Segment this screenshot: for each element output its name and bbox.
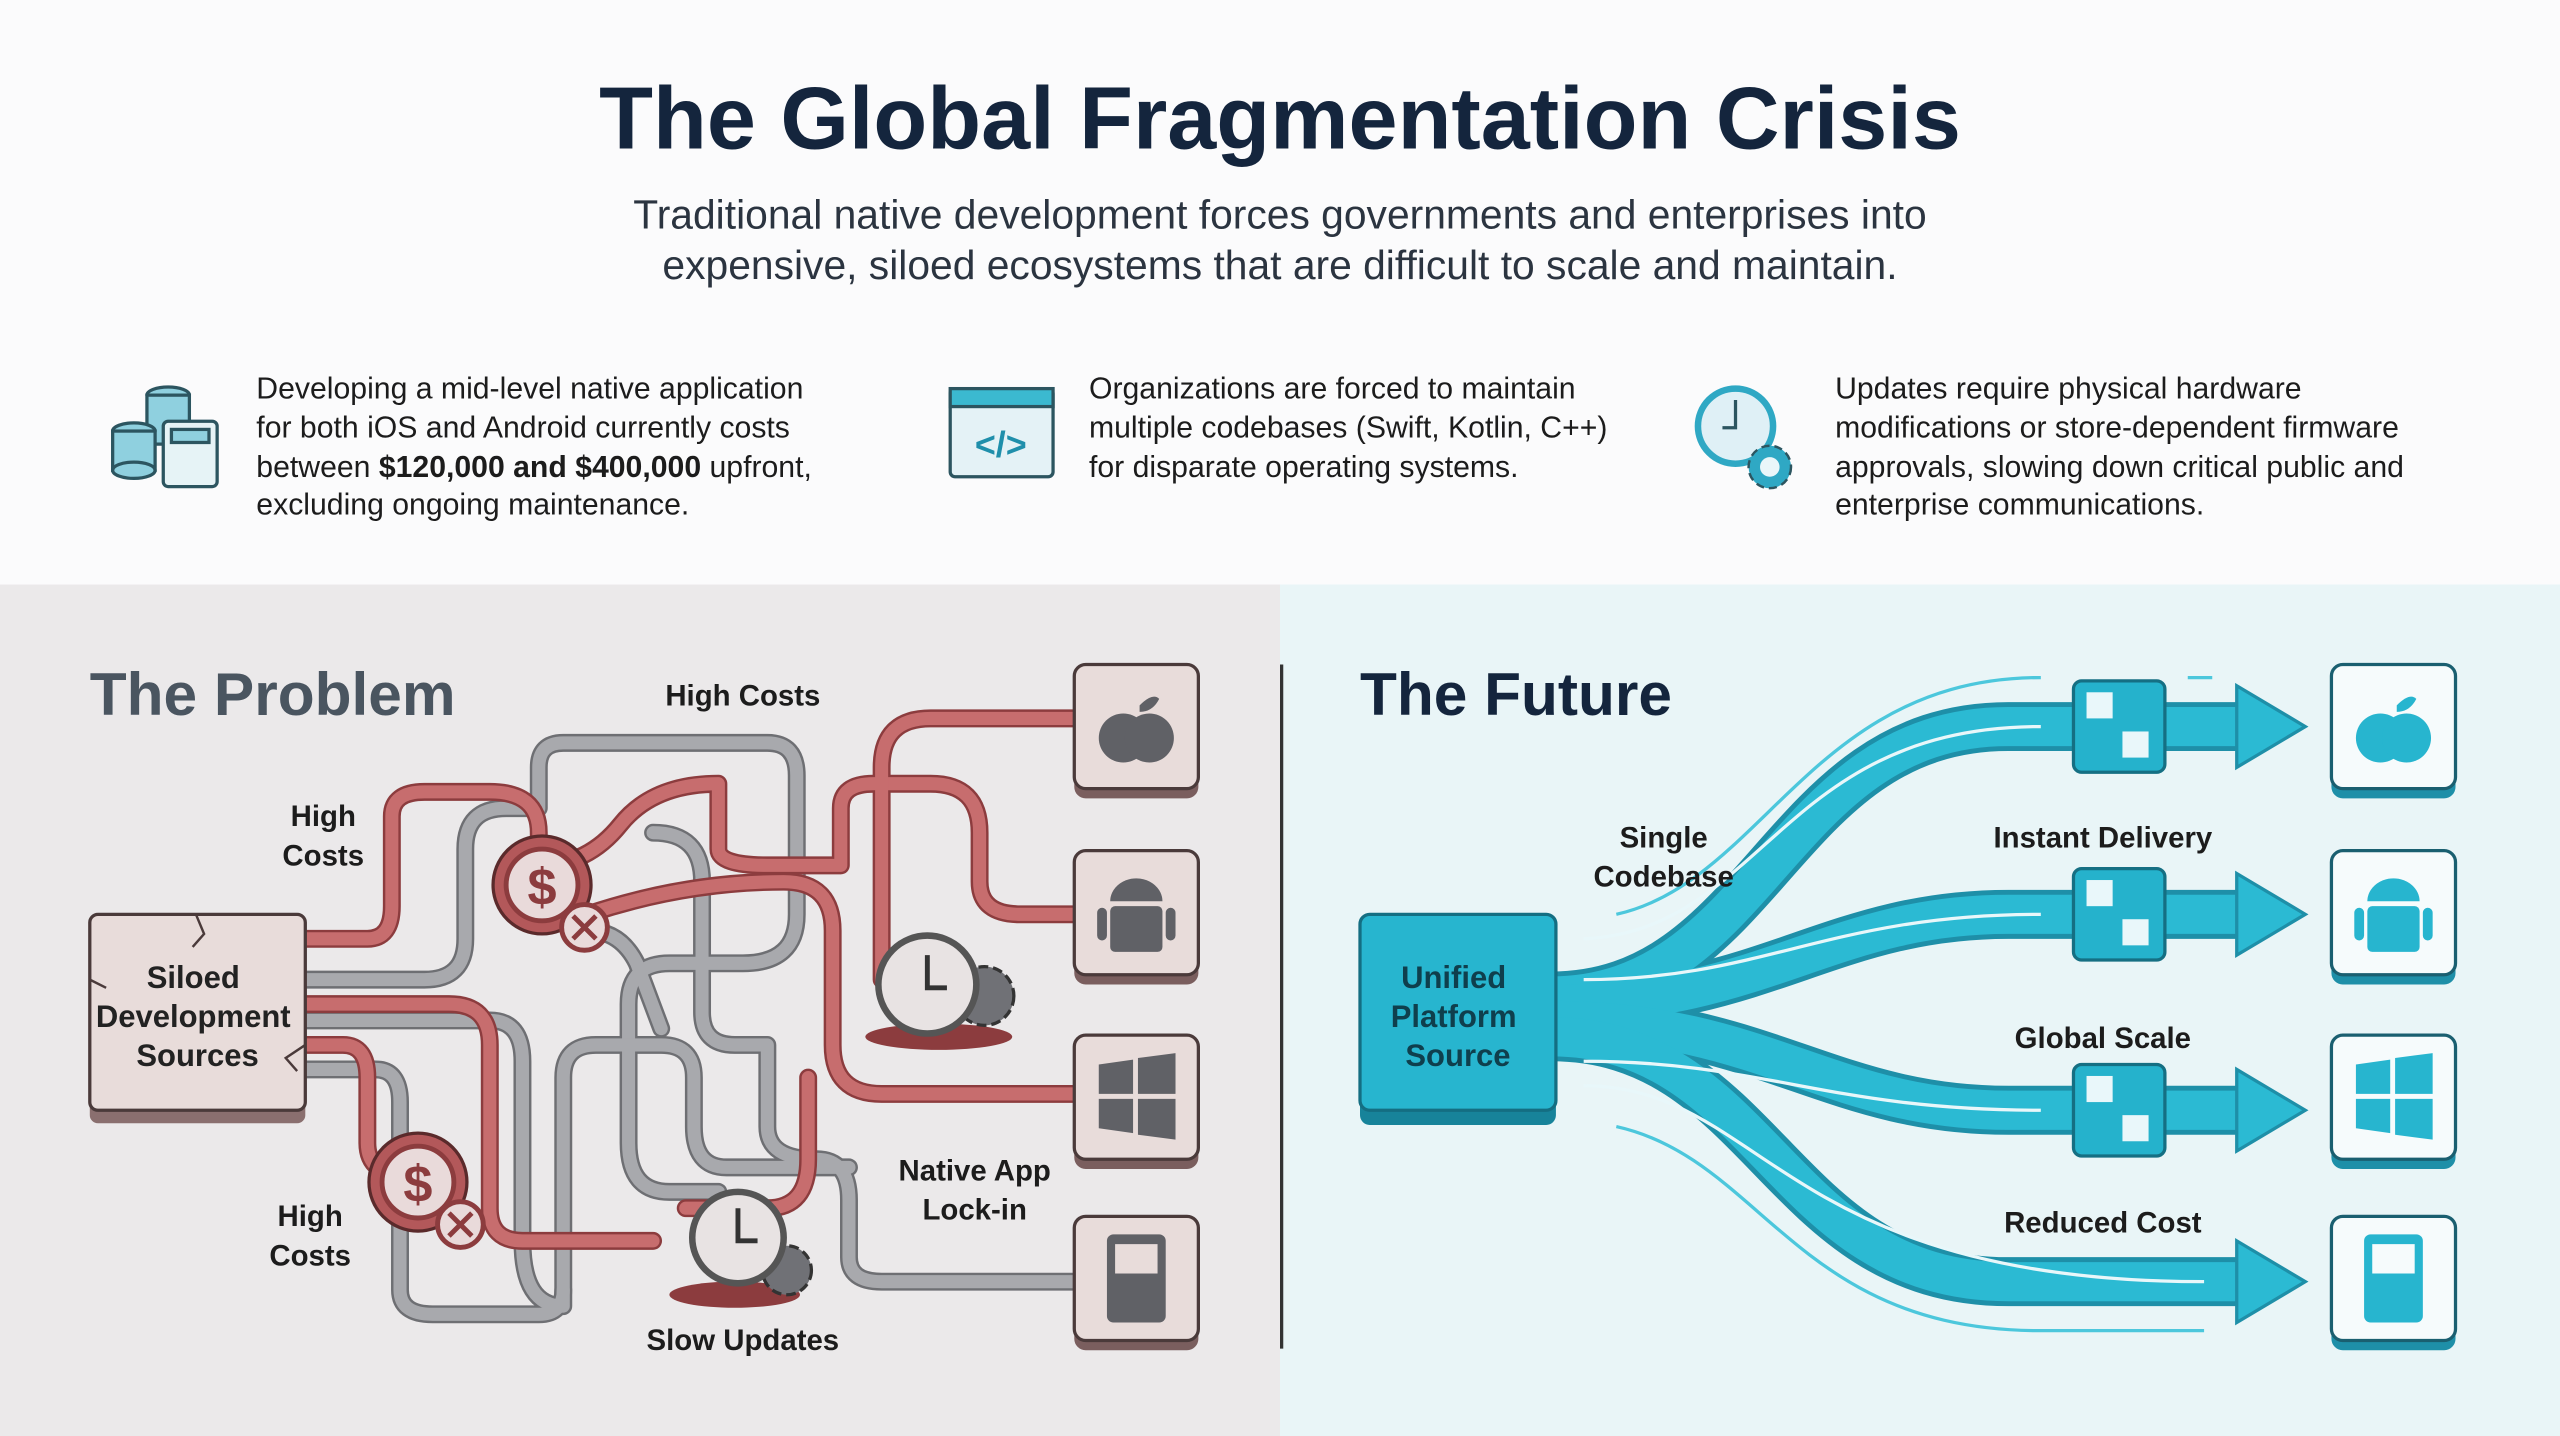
page-title: The Global Fragmentation Crisis <box>599 69 1961 168</box>
subtitle-line-2: expensive, siloed ecosystems that are di… <box>662 242 1897 288</box>
label-instant-delivery: Instant Delivery <box>1993 821 2212 854</box>
unified-source-block: Unified Platform Source <box>1358 912 1558 1125</box>
label-single-codebase-2: Codebase <box>1593 861 1733 894</box>
label-lock-in-2: Lock-in <box>922 1194 1026 1227</box>
fact-3-line-2: modifications or store-dependent firmwar… <box>1835 412 2399 445</box>
apple-icon <box>2355 696 2432 763</box>
siloed-line-1: Siloed <box>147 960 240 995</box>
label-high-costs-left-1: High <box>291 800 356 833</box>
unified-line-1: Unified <box>1401 960 1506 995</box>
siloed-sources-block: Siloed Development Sources <box>88 912 307 1124</box>
label-lock-in-1: Native App <box>899 1154 1051 1187</box>
stream-node <box>2071 679 2167 774</box>
svg-text:Organizations are forced to ma: Organizations are forced to maintain mul… <box>1089 372 1616 483</box>
fact-3-line-4: enterprise communications. <box>1835 488 2204 521</box>
fact-1-line-4: excluding ongoing maintenance. <box>256 488 689 521</box>
unified-streams <box>1550 675 2309 1333</box>
problem-platform-tiles <box>1072 662 1200 1351</box>
svg-text:Updates require physical hardw: Updates require physical hardware modifi… <box>1835 372 2412 521</box>
windows-tile-problem <box>1072 1033 1200 1170</box>
problem-title: The Problem <box>90 660 456 728</box>
android-icon <box>2354 878 2433 952</box>
dollar-cost-icon: $ <box>367 1131 486 1250</box>
dollar-cost-icon: $ <box>491 834 610 953</box>
label-high-costs-left-2: Costs <box>282 839 364 872</box>
fact-1-line-1: Developing a mid-level native applicatio… <box>256 372 803 405</box>
apple-icon <box>1098 696 1174 763</box>
label-high-costs-top: High Costs <box>665 679 820 712</box>
future-platform-tiles <box>2329 662 2458 1351</box>
siloed-line-2: Development <box>96 999 291 1034</box>
subtitle-line-1: Traditional native development forces go… <box>633 192 1926 238</box>
fact-1-line-2: for both iOS and Android currently costs <box>256 412 790 445</box>
stream-node <box>2071 1062 2167 1158</box>
svg-text:Unified Platform S: Unified Platform Source <box>1391 960 1525 1073</box>
unified-line-2: Platform <box>1391 999 1517 1034</box>
future-title: The Future <box>1360 660 1672 728</box>
android-tile-problem <box>1072 849 1200 985</box>
unified-line-3: Source <box>1405 1038 1510 1073</box>
clock-gear-icon <box>1694 385 1793 490</box>
windows-icon <box>1098 1053 1176 1140</box>
svg-text:Siloed Development: Siloed Development Sources <box>96 960 299 1073</box>
stream-nodes <box>2071 679 2167 1158</box>
svg-text:$: $ <box>528 859 557 917</box>
fact-3-line-3: approvals, slowing down critical public … <box>1835 451 2404 484</box>
apple-tile-future <box>2329 662 2458 799</box>
label-single-codebase-1: Single <box>1620 821 1708 854</box>
svg-text:</>: </> <box>975 424 1027 465</box>
label-high-costs-bottom-2: Costs <box>269 1239 351 1272</box>
fact-1-line-3b: upfront, <box>701 451 812 484</box>
windows-tile-future <box>2329 1033 2458 1170</box>
stream-node <box>2071 866 2167 962</box>
label-high-costs-bottom-1: High <box>278 1200 343 1233</box>
coins-calculator-icon <box>111 385 219 489</box>
fact-2-line-1: Organizations are forced to maintain <box>1089 372 1576 405</box>
device-tile-problem <box>1072 1214 1200 1351</box>
apple-tile-problem <box>1072 662 1200 799</box>
device-icon <box>1106 1234 1166 1323</box>
label-slow-updates: Slow Updates <box>647 1324 840 1357</box>
svg-text:$: $ <box>403 1156 432 1214</box>
fact-2-line-2: multiple codebases (Swift, Kotlin, C++) <box>1089 412 1607 445</box>
code-window-icon: </> <box>948 386 1055 479</box>
label-reduced-cost: Reduced Cost <box>2004 1207 2202 1240</box>
android-tile-future <box>2329 849 2458 985</box>
svg-text:Developing a mid-level native: Developing a mid-level native applicatio… <box>256 372 811 444</box>
siloed-line-3: Sources <box>136 1038 258 1073</box>
fact-1-line-3a: between <box>256 451 379 484</box>
device-tile-future <box>2329 1214 2458 1351</box>
label-global-scale: Global Scale <box>2015 1022 2191 1055</box>
fact-1-cost-range: $120,000 and $400,000 <box>379 451 701 484</box>
device-icon <box>2364 1234 2423 1323</box>
broken-clock-icon <box>669 1188 814 1308</box>
fact-2-line-3: for disparate operating systems. <box>1089 451 1519 484</box>
fact-3-line-1: Updates require physical hardware <box>1835 372 2301 405</box>
svg-text:between $120,000 and $400,000: between $120,000 and $400,000 upfront, <box>256 451 812 484</box>
broken-clock-icon <box>865 932 1016 1050</box>
android-icon <box>1097 878 1176 952</box>
windows-icon <box>2355 1053 2433 1140</box>
